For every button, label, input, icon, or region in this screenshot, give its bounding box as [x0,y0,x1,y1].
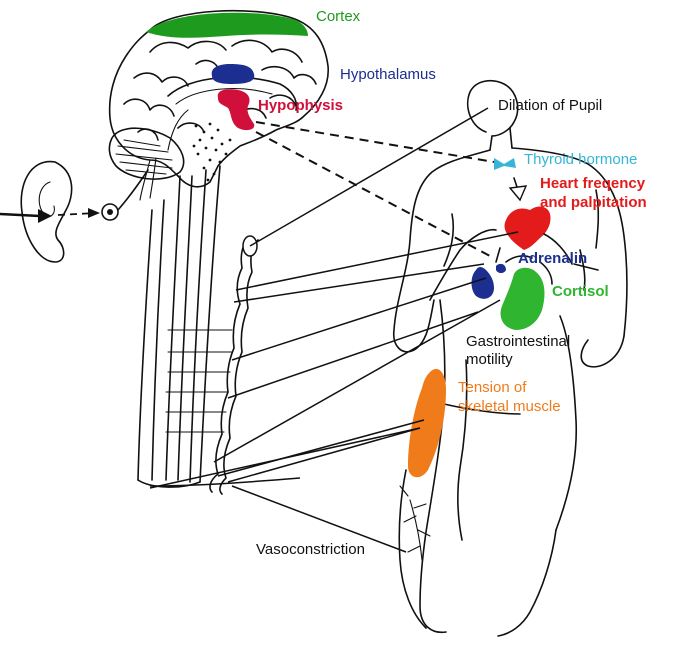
vasoconstriction-label: Vasoconstriction [256,541,365,558]
tension-label-line2: skeletal muscle [458,398,561,415]
adrenalin-label: Adrenalin [518,250,587,267]
hypothalamus-label: Hypothalamus [340,66,436,83]
heart-label-line2: and palpitation [540,194,647,211]
hypophysis-organ [218,89,255,130]
kidney-organ [472,267,495,299]
stomach-organ [501,268,545,330]
adrenal-organ [496,264,506,273]
ear-icon [0,162,148,262]
heart-organ [505,207,551,250]
cortisol-label: Cortisol [552,283,609,300]
thyroid-organ [494,158,516,170]
hypothalamus-organ [212,64,255,84]
dilation-of-pupil-label: Dilation of Pupil [498,97,602,114]
spinal-cord-icon [138,166,258,494]
gastrointestinal-label-line1: Gastrointestinal [466,333,570,350]
hypophysis-label: Hypophysis [258,97,343,114]
gastrointestinal-label-line2: motility [466,351,513,368]
tension-label-line1: Tension of [458,379,527,396]
thyroid-hormone-label: Thyroid hormone [524,151,637,168]
heart-label-line1: Heart freqency [540,175,646,192]
cortex-label: Cortex [316,8,361,25]
